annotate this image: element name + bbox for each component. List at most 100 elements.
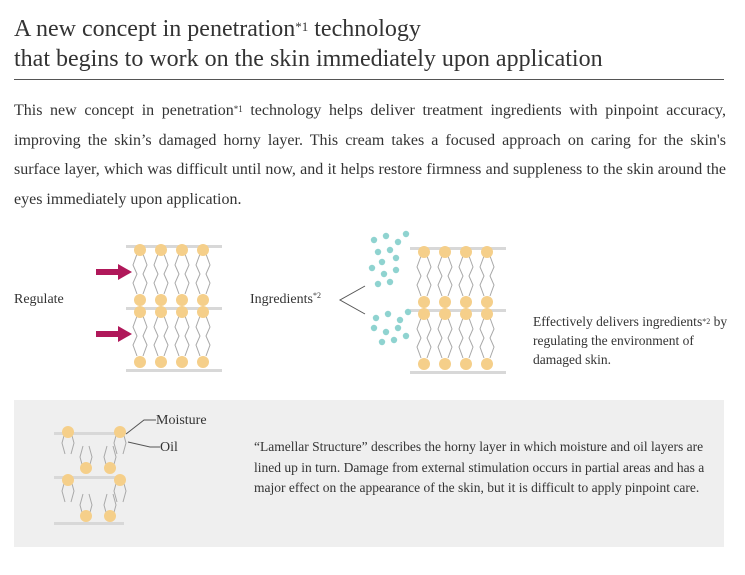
lipid-tail: [479, 255, 495, 297]
lipid-head: [481, 246, 493, 258]
oil-label: Oil: [160, 440, 178, 455]
lipid-head: [197, 356, 209, 368]
oil-leader-line: [127, 441, 160, 448]
lipid-head: [114, 426, 126, 438]
footnote-marker: *2: [312, 291, 321, 300]
lipid-tail: [195, 253, 211, 295]
lipid-head: [176, 356, 188, 368]
lipid-head: [197, 244, 209, 256]
lipid-tail: [153, 315, 169, 357]
ingredient-dot: [386, 246, 394, 254]
lipid-tail: [132, 253, 148, 295]
footnote-marker: *1: [295, 19, 309, 34]
lipid-head: [418, 358, 430, 370]
ingredient-dot: [404, 308, 412, 316]
lipid-tail: [458, 255, 474, 297]
ingredient-dot: [378, 258, 386, 266]
membrane-sheet: [126, 307, 222, 310]
regulate-label: Regulate: [14, 292, 64, 307]
ingredients-diagram: [368, 230, 506, 374]
ingredient-dot: [394, 324, 402, 332]
lipid-head: [104, 462, 116, 474]
lipid-head: [439, 308, 451, 320]
ingredient-dot: [370, 324, 378, 332]
lipid-head: [80, 510, 92, 522]
lipid-head: [62, 426, 74, 438]
lipid-tail: [458, 317, 474, 359]
lipid-tail: [174, 315, 190, 357]
ingredient-dot: [382, 328, 390, 336]
membrane-sheet: [126, 245, 222, 248]
membrane-sheet: [410, 247, 506, 250]
lipid-head: [80, 462, 92, 474]
lipid-head: [481, 358, 493, 370]
lipid-head: [114, 474, 126, 486]
lipid-head: [62, 474, 74, 486]
ingredient-dot: [370, 236, 378, 244]
lipid-tail: [437, 317, 453, 359]
ingredient-dot: [380, 270, 388, 278]
lamellar-diagram: [54, 419, 160, 525]
lipid-head: [134, 306, 146, 318]
lipid-head: [439, 358, 451, 370]
moisture-leader-line: [125, 419, 156, 435]
ingredient-dot: [368, 264, 376, 272]
lipid-head: [481, 308, 493, 320]
regulate-diagram: [96, 244, 222, 372]
lipid-head: [481, 296, 493, 308]
lamellar-description: “Lamellar Structure” describes the horny…: [254, 439, 705, 495]
lipid-head: [176, 294, 188, 306]
membrane-sheet: [410, 371, 506, 374]
lipid-tail: [174, 253, 190, 295]
lipid-head: [134, 356, 146, 368]
ingredient-dot: [392, 254, 400, 262]
ingredient-dot: [392, 266, 400, 274]
ingredient-dot: [378, 338, 386, 346]
lipid-tail: [132, 315, 148, 357]
membrane-sheet: [54, 432, 124, 435]
lipid-head: [418, 246, 430, 258]
lipid-head: [134, 294, 146, 306]
lipid-head: [460, 296, 472, 308]
membrane-sheet: [54, 476, 124, 479]
lipid-head: [176, 244, 188, 256]
ingredient-dot: [390, 336, 398, 344]
lipid-tail: [479, 317, 495, 359]
intro-paragraph: This new concept in penetration*1 techno…: [14, 102, 726, 208]
footnote-marker: *2: [702, 317, 711, 326]
lipid-tail: [153, 253, 169, 295]
arrow-icon: [96, 264, 132, 280]
lipid-tail: [437, 255, 453, 297]
ingredient-dot: [382, 232, 390, 240]
lipid-head: [197, 294, 209, 306]
ingredient-dot: [402, 332, 410, 340]
membrane-sheet: [54, 522, 124, 525]
ingredients-bracket: [338, 285, 366, 315]
lipid-head: [460, 246, 472, 258]
lipid-head: [418, 296, 430, 308]
ingredient-dot: [396, 316, 404, 324]
membrane-sheet: [126, 369, 222, 372]
ingredient-dot: [384, 310, 392, 318]
lipid-head: [155, 356, 167, 368]
headline-line2: that begins to work on the skin immediat…: [14, 46, 603, 72]
ingredient-dot: [372, 314, 380, 322]
lipid-head: [104, 510, 116, 522]
lipid-tail: [416, 317, 432, 359]
ingredient-dot: [386, 278, 394, 286]
lipid-head: [155, 294, 167, 306]
lipid-head: [460, 358, 472, 370]
lipid-tail: [416, 255, 432, 297]
effect-caption: Effectively delivers ingredients*2 by re…: [533, 314, 728, 367]
lamellar-panel: Moisture Oil “Lamellar Structure” descri…: [14, 400, 724, 547]
lipid-head: [197, 306, 209, 318]
membrane-sheet: [410, 309, 506, 312]
moisture-label: Moisture: [156, 413, 207, 428]
headline-divider: [14, 79, 724, 80]
lipid-head: [155, 244, 167, 256]
lipid-head: [439, 296, 451, 308]
lipid-tail: [195, 315, 211, 357]
lipid-head: [418, 308, 430, 320]
ingredient-dot: [374, 248, 382, 256]
arrow-icon: [96, 326, 132, 342]
